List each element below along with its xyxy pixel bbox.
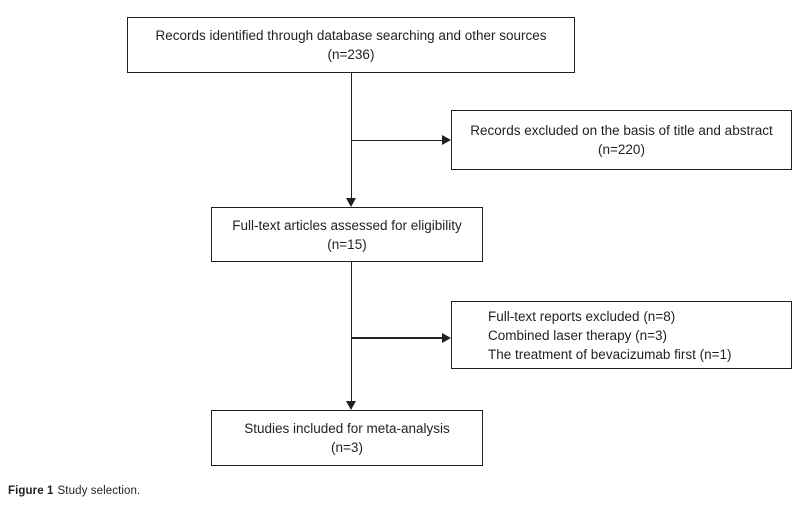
connector-vertical-2: [350, 262, 352, 401]
node-text-line: Records excluded on the basis of title a…: [470, 123, 773, 138]
node-text-line: Combined laser therapy (n=3): [488, 327, 667, 343]
flowchart-node-records-identified: Records identified through database sear…: [127, 17, 575, 73]
flowchart-node-records-excluded: Records excluded on the basis of title a…: [451, 110, 792, 170]
node-text-line: Full-text articles assessed for eligibil…: [232, 217, 462, 233]
node-count-line: (n=15): [327, 236, 367, 252]
arrowhead-right-icon: [442, 332, 451, 343]
arrowhead-down-icon: [345, 198, 356, 207]
flowchart-node-studies-included: Studies included for meta-analysis (n=3): [211, 410, 483, 466]
node-text-line: Studies included for meta-analysis: [244, 421, 450, 436]
node-text-line: Records identified through database sear…: [155, 28, 547, 43]
connector-vertical-1: [350, 73, 352, 199]
node-text-line: The treatment of bevacizumab first (n=1): [488, 346, 732, 362]
figure-caption-label: Figure 1: [8, 485, 54, 497]
flowchart-node-fulltext-assessed: Full-text articles assessed for eligibil…: [211, 207, 483, 262]
node-count-line: (n=220): [598, 142, 645, 157]
arrowhead-down-icon: [345, 401, 356, 410]
node-count-line: (n=3): [331, 440, 363, 455]
connector-horizontal-2: [351, 337, 443, 339]
node-count-line: (n=236): [327, 47, 375, 62]
figure-caption-text: Study selection.: [57, 485, 141, 497]
connector-horizontal-1: [351, 139, 443, 141]
arrowhead-right-icon: [442, 134, 451, 145]
node-text-line: Full-text reports excluded (n=8): [488, 308, 676, 324]
flowchart-node-fulltext-excluded: Full-text reports excluded (n=8) Combine…: [451, 301, 792, 369]
